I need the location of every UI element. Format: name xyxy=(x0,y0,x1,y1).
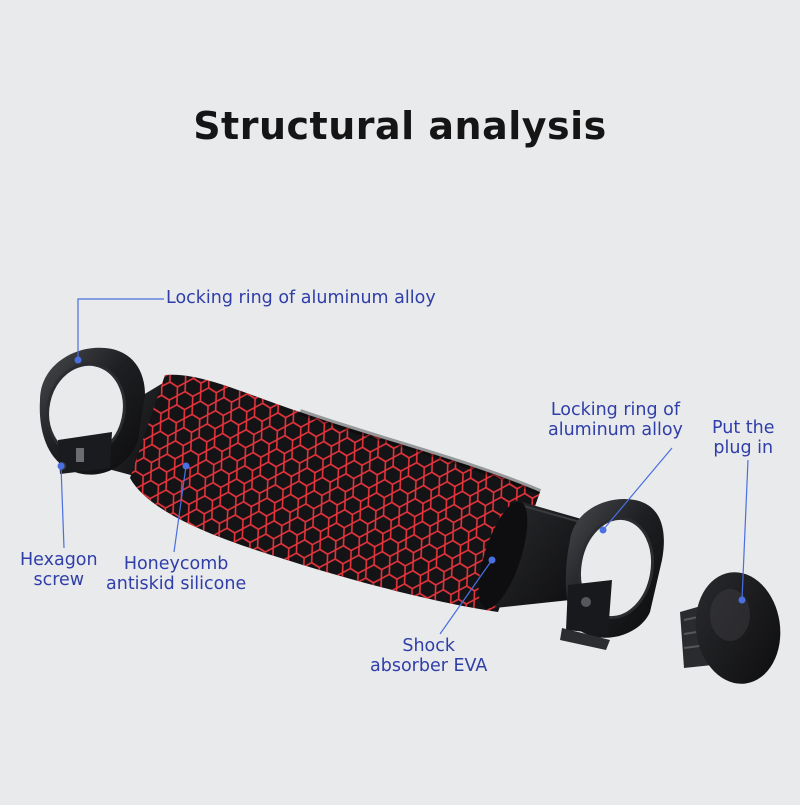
page-title: Structural analysis xyxy=(193,104,607,148)
right-locking-ring xyxy=(560,498,664,650)
label-locking-ring-left-text: Locking ring of aluminum alloy xyxy=(166,288,436,308)
bar-end-plug xyxy=(680,572,781,684)
leader-dots xyxy=(57,356,746,604)
label-honeycomb-line2: antiskid silicone xyxy=(106,574,247,594)
label-locking-ring-right-line2: aluminum alloy xyxy=(548,420,683,440)
label-plug: Put the plug in xyxy=(712,418,774,458)
label-shock-absorber-line1: Shock xyxy=(402,636,456,656)
label-hexagon-screw-line1: Hexagon xyxy=(20,550,98,570)
label-honeycomb-line1: Honeycomb xyxy=(123,554,229,574)
label-plug-line2: plug in xyxy=(713,438,774,458)
label-hexagon-screw: Hexagon screw xyxy=(20,550,98,590)
label-hexagon-screw-line2: screw xyxy=(33,570,85,590)
label-locking-ring-right-line1: Locking ring of xyxy=(550,400,681,420)
label-plug-line1: Put the xyxy=(712,418,775,438)
left-locking-ring xyxy=(39,347,145,475)
label-honeycomb: Honeycomb antiskid silicone xyxy=(106,554,246,594)
label-locking-ring-left: Locking ring of aluminum alloy xyxy=(166,288,436,308)
shock-absorber-tube xyxy=(478,500,585,609)
leader-lines xyxy=(60,298,749,635)
label-shock-absorber-line2: absorber EVA xyxy=(370,656,488,676)
label-locking-ring-right: Locking ring of aluminum alloy xyxy=(548,400,683,440)
label-shock-absorber: Shock absorber EVA xyxy=(370,636,487,676)
